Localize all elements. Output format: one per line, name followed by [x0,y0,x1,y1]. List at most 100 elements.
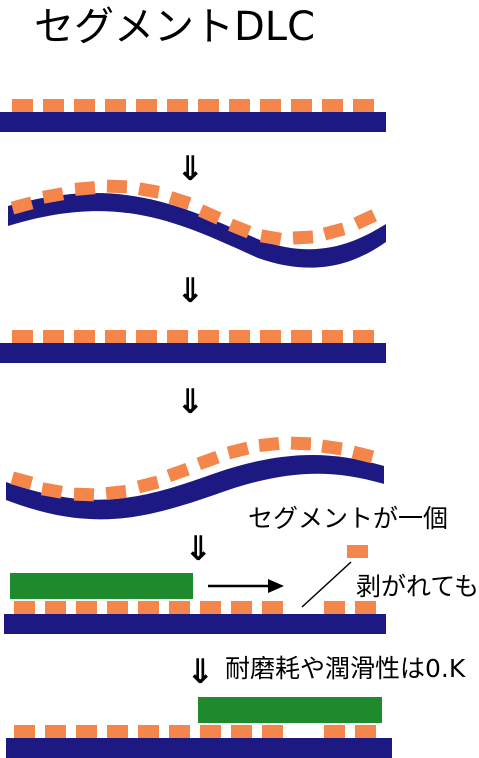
segment [353,330,374,343]
segment [292,230,314,245]
segment [73,487,95,502]
segment [74,99,95,112]
segment [226,441,250,460]
substrate-bar [0,343,386,363]
stage-3-flat [0,330,386,363]
stage-2-bent [8,179,386,268]
double-down-arrow-icon: ⇓ [176,149,205,189]
segment [322,222,346,241]
annotation-one-segment: セグメントが一個 [248,504,448,533]
pointer-line-icon [301,561,352,608]
segment [138,725,159,738]
substrate-bar [4,614,386,634]
segment [43,330,64,343]
segment [40,482,63,499]
segment-row-bent [10,436,375,502]
segment [291,330,312,343]
segment [324,725,345,738]
segment [74,181,96,196]
segment-row [14,601,376,614]
segment [74,330,95,343]
segment [229,330,250,343]
segment [107,601,128,614]
segment [10,196,34,215]
segment [260,99,281,112]
segment [231,725,252,738]
segment [42,187,65,204]
segment [324,601,345,614]
segment [262,601,283,614]
segment [198,99,219,112]
segment [198,330,219,343]
substrate-bar [0,112,386,132]
segment-row [12,99,374,112]
segment [136,475,160,494]
segment [12,330,33,343]
segment-row-bent [10,179,378,246]
segment [355,725,376,738]
segment [198,204,222,225]
annotation-peeled-off: 剥がれても [356,572,479,601]
segment [136,330,157,343]
segment [196,450,220,470]
segment [105,484,127,501]
segment [229,99,250,112]
double-down-arrow-icon: ⇓ [176,271,205,311]
segment [14,601,35,614]
segment [290,436,312,451]
segment [169,725,190,738]
segment [76,601,97,614]
segment [200,601,221,614]
stage-4-bent [6,436,384,520]
segment [43,99,64,112]
segment [137,182,160,199]
substrate-bar [6,738,392,758]
segment [353,209,378,230]
segment [169,601,190,614]
segment [291,99,312,112]
right-arrow-icon [208,579,284,593]
counter-body-block [10,573,193,599]
segment [322,330,343,343]
segment [167,330,188,343]
counter-body-block [198,697,382,723]
segment [107,725,128,738]
segment [105,99,126,112]
segment [321,439,343,456]
double-down-arrow-icon: ⇓ [184,529,213,569]
segment [258,436,280,453]
segment [106,179,128,194]
stage-1-flat [0,99,386,132]
segment [167,99,188,112]
segment [14,725,35,738]
segment [200,725,221,738]
segment-row [14,725,376,738]
segment [10,471,34,490]
segment [138,601,159,614]
double-down-arrow-icon: ⇓ [176,382,205,422]
segment [12,99,33,112]
annotation-result: 耐磨耗や潤滑性は0.K [225,654,466,683]
segment [260,330,281,343]
segment [105,330,126,343]
segment [262,725,283,738]
stage-6-result [6,697,392,758]
segment [168,191,192,210]
substrate-bent [8,193,386,268]
segment [322,99,343,112]
substrate-bent [6,454,384,520]
segment [76,725,97,738]
segment [259,229,282,246]
segment [45,725,66,738]
segment [136,99,157,112]
segment [355,601,376,614]
segment [351,445,375,464]
segment [166,462,190,482]
diagram-title: セグメントDLC [34,4,315,50]
segment [231,601,252,614]
segment-row [12,330,374,343]
segment [228,218,252,239]
segment [353,99,374,112]
stage-5-sliding: 剥がれても [4,545,479,634]
